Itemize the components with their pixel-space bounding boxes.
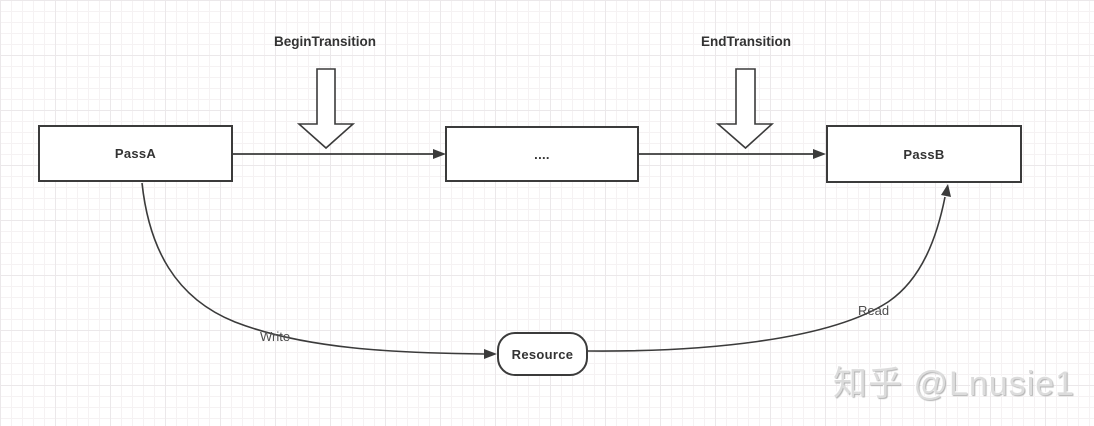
node-middle: .... (445, 126, 639, 182)
begin-transition-block-arrow-icon (296, 68, 356, 150)
arrowhead-icon (813, 149, 826, 159)
edge-label-write: Write (260, 329, 291, 344)
node-passb: PassB (826, 125, 1022, 183)
edge-label-read: Read (858, 303, 890, 318)
arrowhead-icon (941, 184, 951, 197)
node-passa-label: PassA (114, 146, 157, 161)
edge-read (587, 184, 951, 352)
node-resource-label: Resource (511, 346, 574, 362)
arrowhead-icon (484, 349, 497, 359)
end-transition-label: EndTransition (700, 34, 791, 49)
edge-write (141, 182, 497, 359)
watermark-text: 知乎 @Lnusie1 (833, 365, 1076, 403)
node-passa: PassA (38, 125, 233, 182)
node-middle-label: .... (534, 146, 550, 162)
end-transition-block-arrow-icon (715, 68, 775, 150)
node-passb-label: PassB (903, 146, 945, 162)
begin-transition-label: BeginTransition (273, 34, 376, 49)
edge-passa-to-middle (233, 149, 446, 159)
edge-middle-to-passb (639, 149, 826, 159)
node-resource: Resource (497, 332, 588, 376)
